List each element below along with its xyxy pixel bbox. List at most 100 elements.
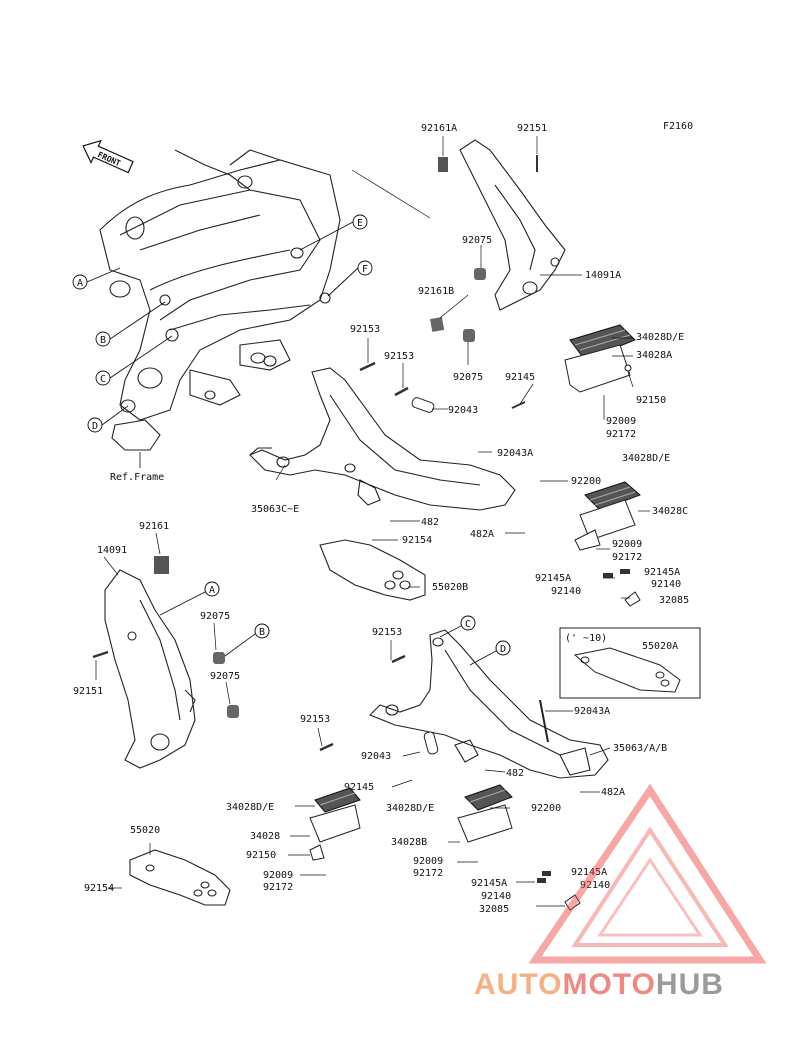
svg-text:A: A [209, 585, 215, 596]
part-label: 92150 [636, 395, 666, 406]
part-label: 34028A [636, 350, 672, 361]
part-label: 32085 [659, 595, 689, 606]
part-label: 92075 [453, 372, 483, 383]
part-label: 92140 [580, 880, 610, 891]
heel-guard-lower [104, 569, 196, 769]
footpeg-lower-left [309, 787, 361, 861]
part-label: 34028C [652, 506, 688, 517]
part-label: 14091 [97, 545, 127, 556]
pin-92043-lower [423, 731, 439, 755]
part-label: 92009 [606, 416, 636, 427]
part-label: 92043 [448, 405, 478, 416]
part-label: 92172 [606, 429, 636, 440]
part-label: 92145A [644, 567, 680, 578]
part-label: 92153 [350, 324, 380, 335]
svg-text:D: D [500, 644, 506, 655]
part-label: 92153 [372, 627, 402, 638]
part-label: 34028D/E [636, 332, 684, 343]
part-label: 92153 [300, 714, 330, 725]
callout-c-lower [460, 615, 476, 631]
part-label: 34028D/E [622, 453, 670, 464]
part-label: 92009 [263, 870, 293, 881]
svg-text:E: E [357, 218, 363, 229]
part-label: 92043A [497, 448, 533, 459]
svg-text:A: A [77, 278, 83, 289]
part-label: 55020B [432, 582, 468, 593]
part-label: 32085 [479, 904, 509, 915]
part-label: 92161B [418, 286, 454, 297]
part-label: 92151 [517, 123, 547, 134]
part-label: 92200 [571, 476, 601, 487]
watermark-logo [528, 783, 767, 964]
watermark-text: AUTOMOTOHUB [474, 968, 724, 1001]
footpeg-upper-a [564, 324, 636, 393]
part-label: 482A [470, 529, 494, 540]
year-box-label: (' ~10) [565, 633, 607, 644]
heel-guard-55020 [129, 849, 231, 906]
part-label: 92145 [344, 782, 374, 793]
svg-text:B: B [100, 335, 106, 346]
step-bracket-upper [249, 367, 516, 511]
callout-a-lower [204, 581, 220, 597]
bushing-92075-upper [474, 268, 486, 280]
part-label: 92140 [551, 586, 581, 597]
watermark-hub: HUB [656, 968, 724, 1001]
damper-92161a [438, 157, 448, 172]
part-label: 92200 [531, 803, 561, 814]
heel-guard-55020b [319, 539, 426, 601]
step-bracket-lower [369, 629, 609, 779]
part-label: 92145A [571, 867, 607, 878]
part-label: 92172 [263, 882, 293, 893]
part-label: 92161 [139, 521, 169, 532]
part-label: 92154 [84, 883, 114, 894]
svg-text:C: C [100, 374, 106, 385]
bushing-92075-lower-a [213, 652, 225, 664]
part-label: 92172 [612, 552, 642, 563]
part-label: 35063/A/B [613, 743, 667, 754]
callout-group [72, 214, 373, 433]
part-label: 92145 [505, 372, 535, 383]
callout-b-lower [254, 623, 270, 639]
footpeg-upper-c [574, 481, 641, 607]
part-label: 92140 [651, 579, 681, 590]
part-labels: 92161A 92151 92075 14091A 92161B 92153 9… [73, 123, 689, 915]
svg-text:F: F [362, 264, 368, 275]
part-label: 92153 [384, 351, 414, 362]
callout-letters: A B C D E F [77, 218, 368, 432]
svg-text:C: C [465, 619, 471, 630]
damper-92161b [430, 317, 445, 332]
part-label: 55020A [642, 641, 678, 652]
part-label: 92145A [471, 878, 507, 889]
svg-text:D: D [92, 421, 98, 432]
footpeg-lower-right [457, 784, 581, 911]
part-label: 482 [421, 517, 439, 528]
svg-text:B: B [259, 627, 265, 638]
part-label: 92172 [413, 868, 443, 879]
part-label: 482A [601, 787, 625, 798]
part-label: 92151 [73, 686, 103, 697]
part-label: 92075 [200, 611, 230, 622]
part-label: 34028 [250, 831, 280, 842]
front-arrow-icon: FRONT [82, 139, 134, 174]
bushing-92075-lower-b [227, 705, 239, 718]
diagram-code: F2160 [663, 121, 693, 132]
part-label: 92154 [402, 535, 432, 546]
part-label: 55020 [130, 825, 160, 836]
part-label: 34028D/E [226, 802, 274, 813]
part-label: 482 [506, 768, 524, 779]
part-label: 34028D/E [386, 803, 434, 814]
watermark-moto: MOTO [562, 968, 655, 1001]
year-box: (' ~10) [559, 627, 701, 699]
callout-d-lower [495, 640, 511, 656]
part-label: 92161A [421, 123, 457, 134]
part-label: 35063C~E [251, 504, 299, 515]
part-label: 34028B [391, 837, 427, 848]
part-label: 92009 [612, 539, 642, 550]
part-label: 92043 [361, 751, 391, 762]
part-label: 92009 [413, 856, 443, 867]
damper-92161 [154, 556, 169, 574]
part-label: 92075 [210, 671, 240, 682]
part-label: 14091A [585, 270, 621, 281]
pin-92043-upper [411, 397, 435, 413]
